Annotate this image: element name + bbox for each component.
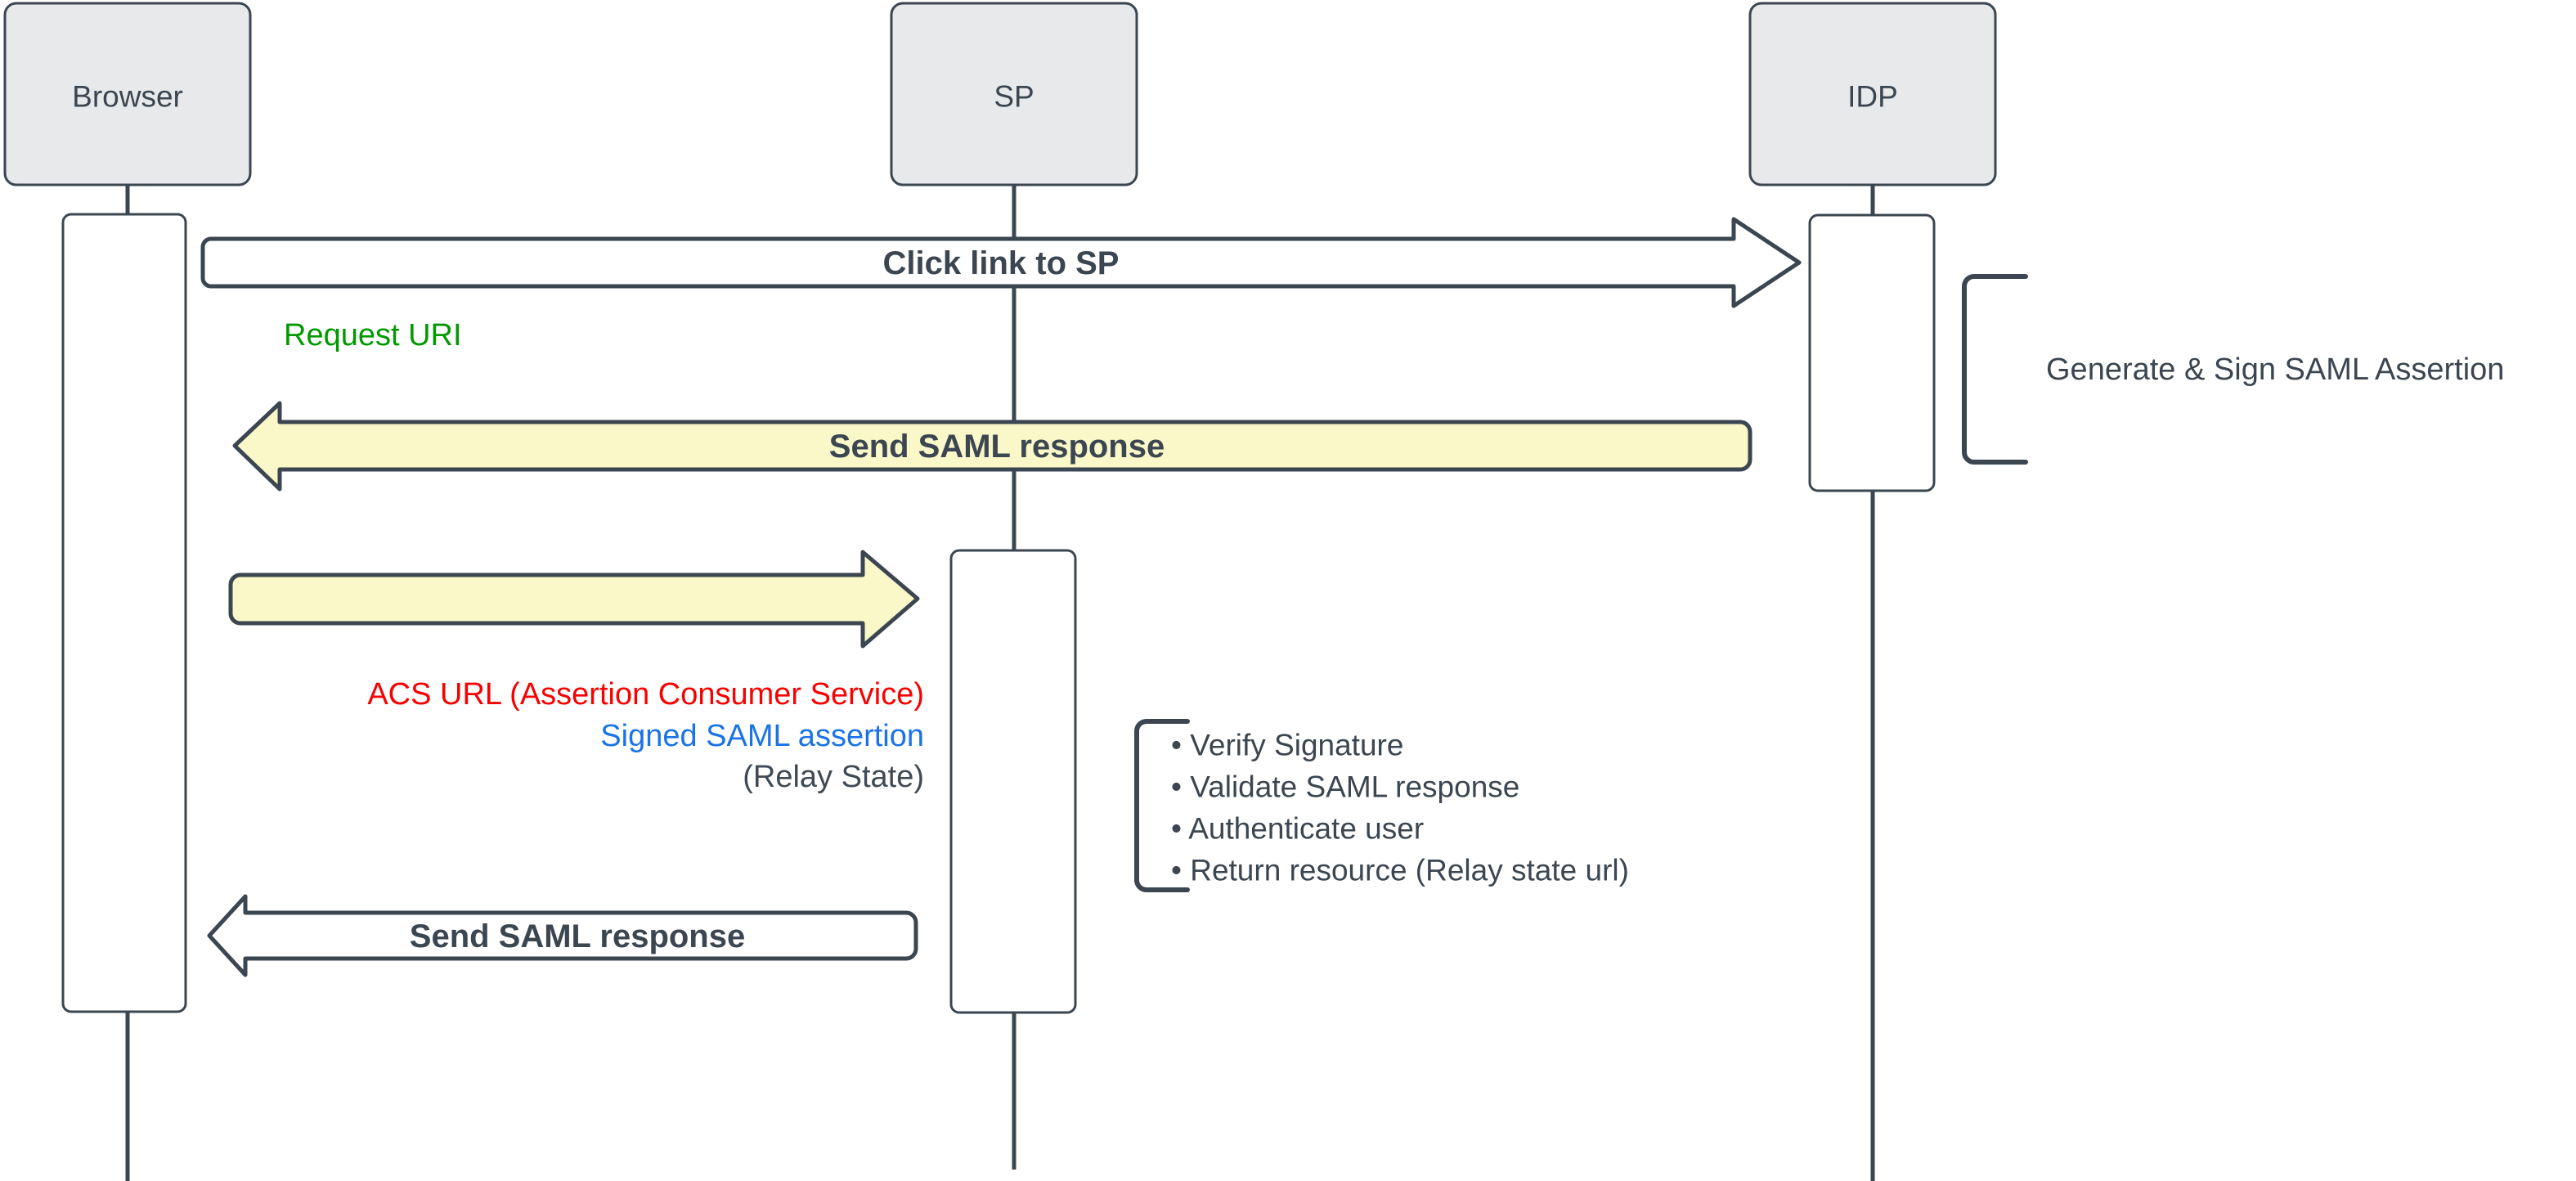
send-saml-response-sp-label: Send SAML response <box>410 918 745 954</box>
idp-actor-label: IDP <box>1847 80 1898 114</box>
sp-note-item-verify-signature: • Verify Signature <box>1171 729 1403 762</box>
browser-actor-label: Browser <box>72 80 183 114</box>
send-saml-response-idp-label: Send SAML response <box>829 429 1165 465</box>
post-to-acs-arrow <box>228 550 920 649</box>
click-link-arrow-label: Click link to SP <box>883 245 1120 281</box>
request-uri-annotation: Request URI <box>284 318 462 353</box>
sp-note-list: • Verify Signature • Validate SAML respo… <box>1171 729 1629 887</box>
sp-activation-bar <box>949 549 1077 1014</box>
click-link-arrow <box>200 217 1802 308</box>
generate-sign-note: Generate & Sign SAML Assertion <box>2046 353 2504 387</box>
sp-note-item-validate-response: • Validate SAML response <box>1171 770 1519 804</box>
browser-activation-bar <box>61 213 187 1013</box>
idp-activation-bar <box>1808 213 1936 492</box>
sp-note-item-authenticate-user: • Authenticate user <box>1171 812 1424 846</box>
acs-url-annotation: ACS URL (Assertion Consumer Service) <box>367 677 924 712</box>
browser-actor-box <box>3 2 252 186</box>
sp-actor-label: SP <box>994 80 1034 114</box>
idp-note-bracket <box>1962 274 2028 465</box>
sp-note-bracket <box>1134 719 1190 892</box>
send-saml-response-sp-arrow <box>207 894 918 977</box>
sp-note-item-return-resource: • Return resource (Relay state url) <box>1171 854 1629 887</box>
idp-actor-box <box>1748 2 1997 186</box>
relay-state-annotation: (Relay State) <box>743 760 924 794</box>
sp-actor-box <box>890 2 1138 186</box>
signed-assertion-annotation: Signed SAML assertion <box>600 719 924 753</box>
send-saml-response-idp-arrow <box>232 401 1752 492</box>
